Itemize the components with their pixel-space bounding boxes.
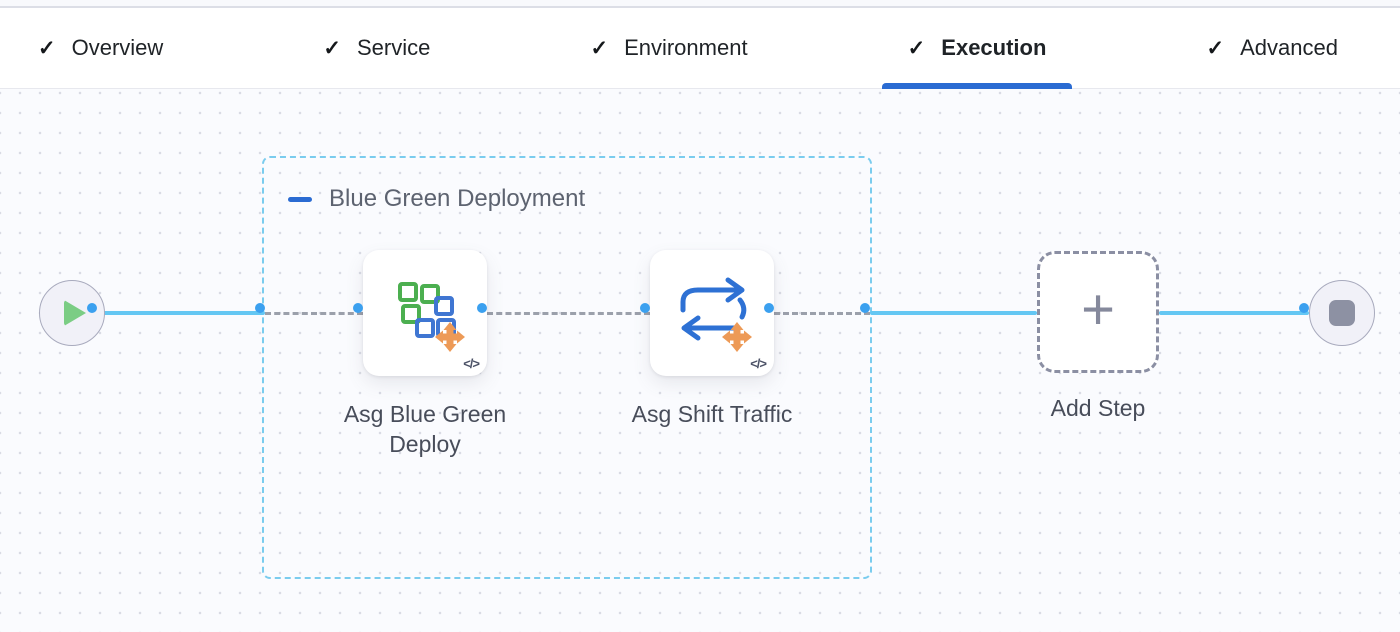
port-group-out[interactable] bbox=[860, 303, 870, 313]
stage-group-blue-green-deployment[interactable]: Blue Green Deployment bbox=[262, 156, 872, 579]
move-handle-icon bbox=[435, 322, 465, 352]
port-step1-in[interactable] bbox=[353, 303, 363, 313]
window-top-strip bbox=[0, 0, 1400, 6]
tab-label: Service bbox=[357, 35, 431, 60]
check-icon: ✓ bbox=[907, 36, 926, 60]
play-icon bbox=[64, 300, 86, 326]
tab-execution[interactable]: ✓ Execution bbox=[881, 8, 1073, 89]
code-icon: </> bbox=[463, 356, 480, 371]
pipeline-canvas[interactable]: Blue Green Deployment bbox=[0, 89, 1400, 632]
header-divider bbox=[0, 6, 1400, 8]
pipeline-tab-bar: ✓ Overview ✓ Service ✓ Environment ✓ Exe… bbox=[0, 8, 1400, 89]
tab-advanced[interactable]: ✓ Advanced bbox=[1207, 8, 1338, 88]
port-step2-in[interactable] bbox=[640, 303, 650, 313]
tab-service[interactable]: ✓ Service bbox=[323, 8, 430, 88]
connector-group-to-addstep bbox=[870, 311, 1037, 315]
pipeline-end-node bbox=[1309, 280, 1375, 346]
stop-icon bbox=[1329, 300, 1355, 326]
tab-environment[interactable]: ✓ Environment bbox=[590, 8, 747, 88]
code-icon: </> bbox=[750, 356, 767, 371]
pipeline-start-node bbox=[39, 280, 105, 346]
connector-start-to-group bbox=[97, 311, 265, 315]
asg-shift-traffic-icon bbox=[680, 277, 752, 352]
move-handle-icon bbox=[722, 322, 752, 352]
connector-step1-to-step2 bbox=[487, 312, 650, 315]
step-node-asg-shift-traffic[interactable]: </> bbox=[650, 250, 774, 376]
port-step1-out[interactable] bbox=[477, 303, 487, 313]
tab-label: Execution bbox=[941, 35, 1047, 60]
port-start-out[interactable] bbox=[87, 303, 97, 313]
tab-label: Environment bbox=[624, 35, 748, 60]
step-label-asg-shift-traffic: Asg Shift Traffic bbox=[631, 401, 793, 427]
check-icon: ✓ bbox=[590, 36, 609, 60]
port-end-in[interactable] bbox=[1299, 303, 1309, 313]
add-step-button[interactable]: + bbox=[1037, 251, 1159, 373]
check-icon: ✓ bbox=[1206, 36, 1225, 60]
step-node-asg-blue-green-deploy[interactable]: </> bbox=[363, 250, 487, 376]
tab-overview[interactable]: ✓ Overview bbox=[38, 8, 163, 88]
check-icon: ✓ bbox=[323, 36, 341, 60]
connector-group-to-step1 bbox=[265, 312, 363, 315]
tab-label: Overview bbox=[71, 35, 164, 60]
add-step-label: Add Step bbox=[1050, 395, 1146, 421]
group-title: Blue Green Deployment bbox=[329, 185, 586, 212]
tab-label: Advanced bbox=[1240, 35, 1338, 60]
collapse-group-icon[interactable] bbox=[288, 196, 312, 202]
asg-blue-green-deploy-icon bbox=[398, 282, 465, 352]
plus-icon: + bbox=[1081, 277, 1115, 342]
connector-addstep-to-end bbox=[1159, 311, 1309, 315]
step-label-asg-blue-green-deploy: Asg Blue Green Deploy bbox=[343, 401, 507, 457]
port-group-in[interactable] bbox=[255, 303, 265, 313]
port-step2-out[interactable] bbox=[764, 303, 774, 313]
connector-step2-to-group-edge bbox=[774, 312, 870, 315]
check-icon: ✓ bbox=[38, 36, 56, 60]
